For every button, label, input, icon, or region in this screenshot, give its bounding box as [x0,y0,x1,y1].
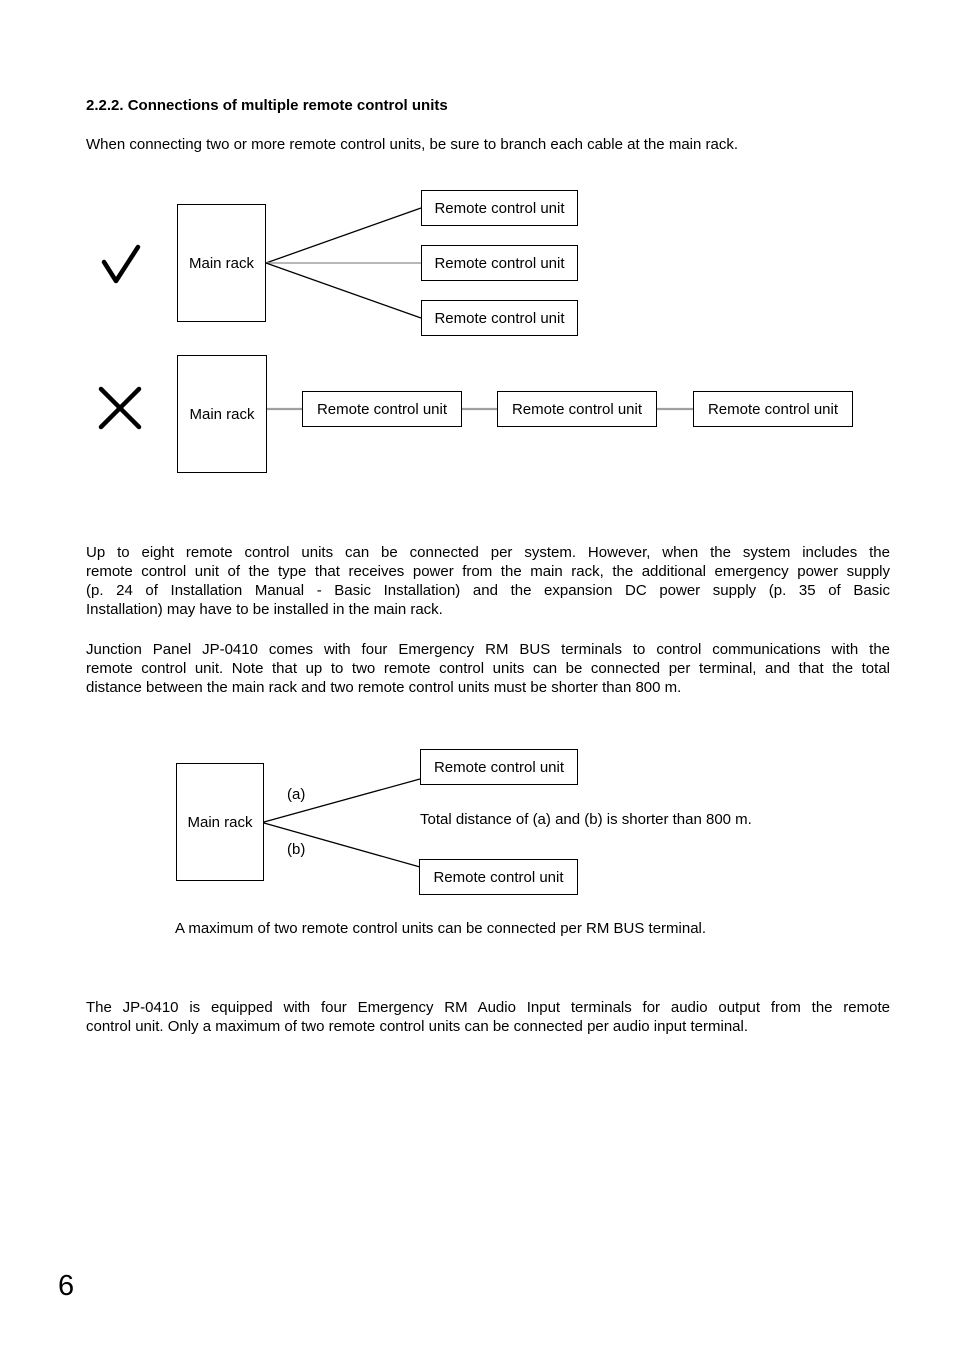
cable-line-b [263,822,421,868]
diagram-correct-lines [101,207,422,319]
branch-a-label: (a) [287,786,306,803]
remote-unit-label: Remote control unit [511,400,643,418]
remote-unit-box: Remote control unit [420,749,578,785]
remote-unit-box: Remote control unit [419,859,578,895]
main-rack-label: Main rack [188,254,255,272]
diagram-correct-branching: Main rack Remote control unit Remote con… [0,185,954,345]
remote-unit-label: Remote control unit [433,868,564,886]
cable-line [265,207,422,264]
branch-b-label: (b) [287,841,306,858]
paragraph-system-limit-line: (p. 24 of Installation Manual - Basic In… [86,582,890,599]
diagram-incorrect-daisy-chain: Main rack Remote control unit Remote con… [0,350,954,480]
main-rack-box: Main rack [177,355,267,473]
paragraph-audio-input-line: control unit. Only a maximum of two remo… [86,1018,748,1035]
remote-unit-box: Remote control unit [497,391,657,427]
section-heading: 2.2.2. Connections of multiple remote co… [86,97,448,114]
paragraph-system-limit-line: Up to eight remote control units can be … [86,544,890,561]
rm-bus-caption: A maximum of two remote control units ca… [175,920,707,937]
cable-line-a [263,778,421,823]
paragraph-system-limit-line: Installation) may have to be installed i… [86,601,443,618]
remote-unit-box: Remote control unit [421,190,578,226]
x-icon [98,386,142,430]
remote-unit-label: Remote control unit [316,400,448,418]
diagram-distance-lines [263,778,421,868]
paragraph-junction-panel-line: distance between the main rack and two r… [86,679,682,696]
paragraph-junction-panel-line: Junction Panel JP-0410 comes with four E… [86,641,890,658]
diagram-total-distance: Main rack (a) (b) Remote control unit Re… [0,745,954,905]
remote-unit-box: Remote control unit [302,391,462,427]
remote-unit-label: Remote control unit [434,199,565,217]
paragraph-audio-input-line: The JP-0410 is equipped with four Emerge… [86,999,890,1016]
distance-note: Total distance of (a) and (b) is shorter… [420,811,752,828]
main-rack-box: Main rack [177,204,266,322]
diagram-incorrect-lines [98,386,693,430]
remote-unit-box: Remote control unit [693,391,853,427]
main-rack-label: Main rack [187,813,253,831]
remote-unit-box: Remote control unit [421,300,578,336]
paragraph-system-limit-line: remote control unit of the type that rec… [86,563,890,580]
remote-unit-label: Remote control unit [433,758,565,776]
main-rack-label: Main rack [189,405,255,423]
cable-line [265,262,422,319]
remote-unit-box: Remote control unit [421,245,578,281]
remote-unit-label: Remote control unit [434,254,565,272]
intro-paragraph: When connecting two or more remote contr… [86,136,739,153]
check-icon [101,244,141,284]
page-number: 6 [58,1270,75,1302]
remote-unit-label: Remote control unit [434,309,565,327]
paragraph-junction-panel-line: remote control unit. Note that up to two… [86,660,890,677]
remote-unit-label: Remote control unit [707,400,839,418]
main-rack-box: Main rack [176,763,264,881]
